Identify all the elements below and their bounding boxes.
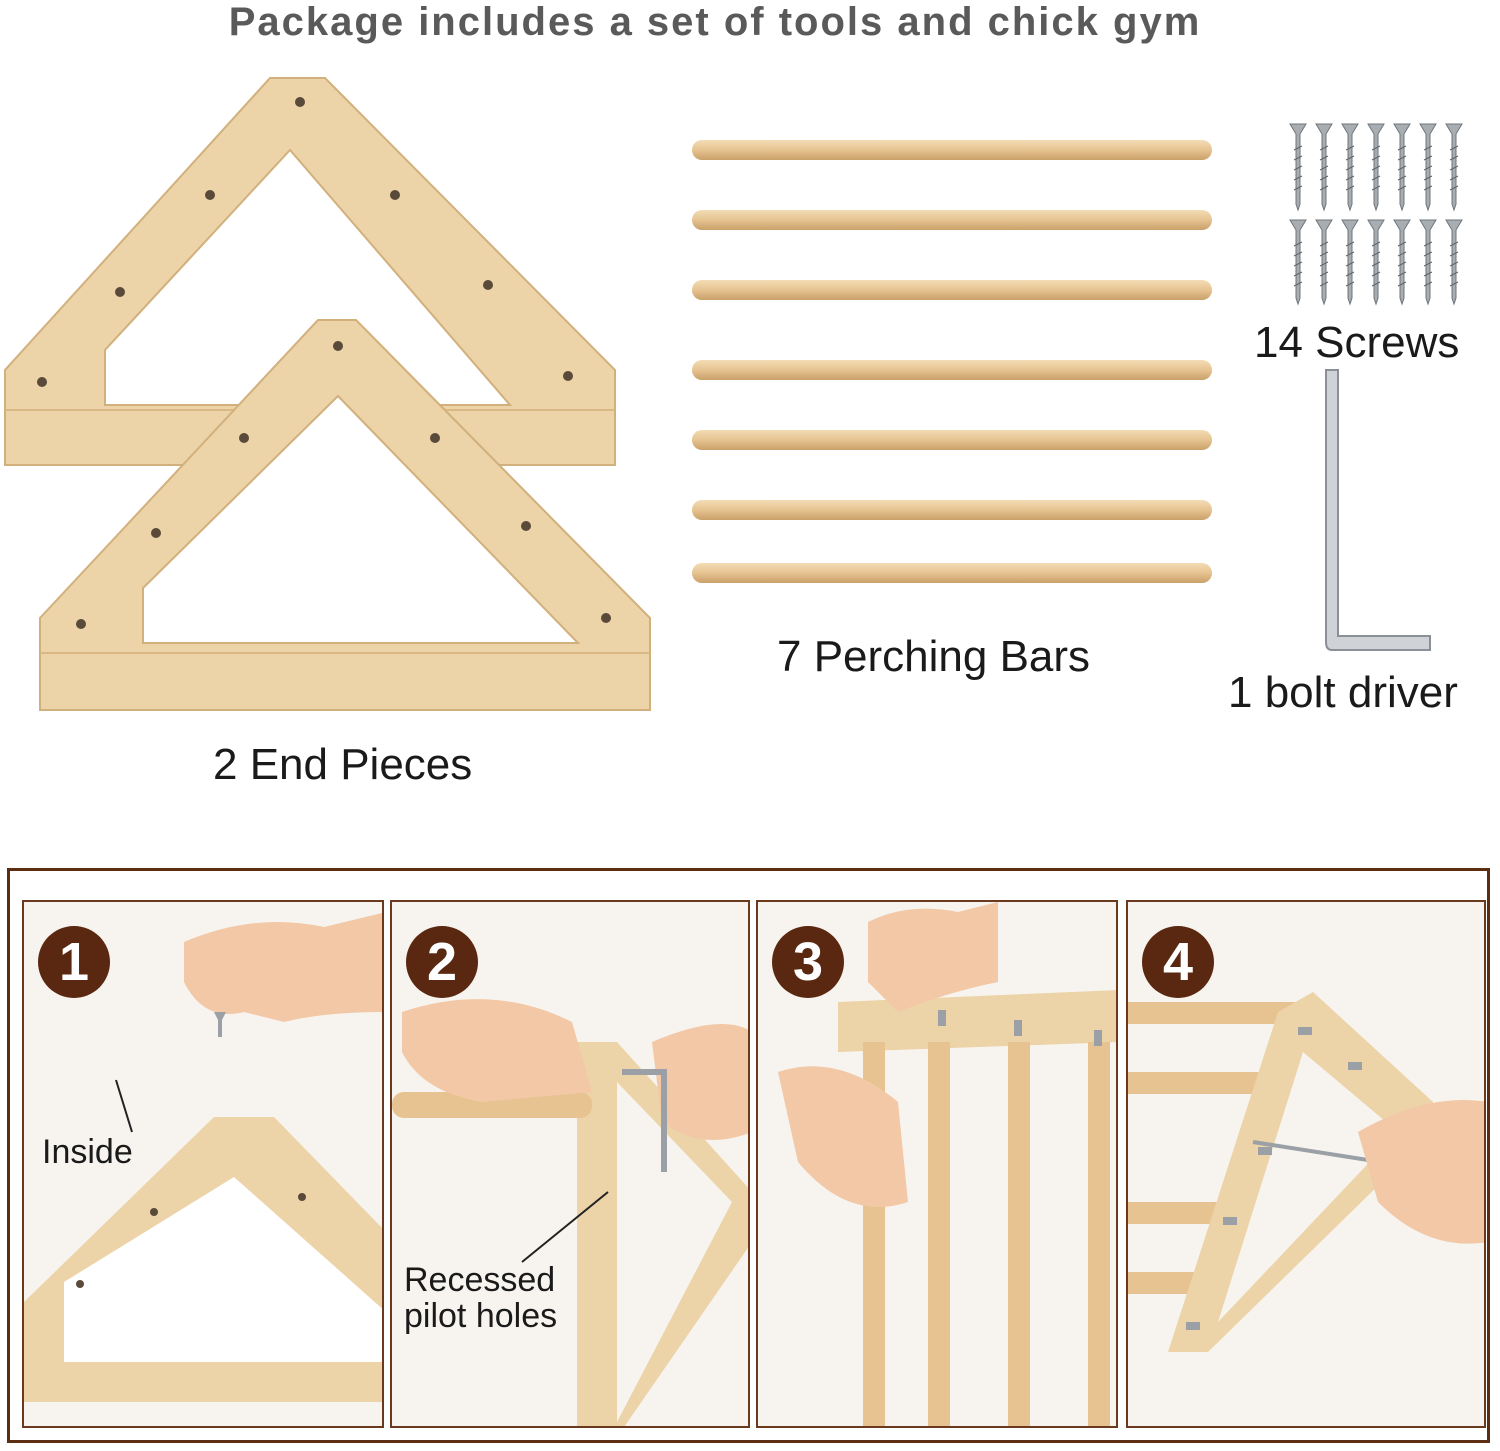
hex-key-icon — [1252, 1140, 1369, 1162]
end-piece-front — [39, 319, 651, 711]
bolt-driver-label: 1 bolt driver — [1228, 668, 1458, 717]
screw-icon — [1014, 1020, 1022, 1036]
screws — [1289, 123, 1463, 306]
screw-icon — [1445, 219, 1463, 306]
screw-icon — [1393, 219, 1411, 306]
perching-bar — [1128, 1072, 1278, 1094]
step-2-panel: 2 Recessed pilot holes — [390, 900, 750, 1428]
perching-bars-label: 7 Perching Bars — [777, 632, 1091, 681]
screw-icon — [938, 1010, 946, 1026]
hand-icon — [652, 1024, 748, 1140]
screw-icon — [1186, 1322, 1200, 1330]
screw-icon — [1367, 123, 1385, 212]
perching-bar — [692, 360, 1212, 380]
step-4-illustration — [1128, 992, 1484, 1352]
screw-icon — [1094, 1030, 1102, 1046]
step-1-illustration — [24, 912, 382, 1402]
recessed-pilot-holes-note-line2: pilot holes — [404, 1297, 558, 1335]
screw-icon — [1289, 123, 1307, 212]
step-2-illustration — [392, 999, 748, 1426]
screw-icon — [1341, 219, 1359, 306]
screw-icon — [1393, 123, 1411, 212]
perching-bar — [928, 1042, 950, 1426]
perching-bar — [1128, 1202, 1238, 1224]
perching-bar — [692, 500, 1212, 520]
hand-icon — [402, 999, 592, 1102]
screw-icon — [1289, 219, 1307, 306]
hex-key-icon — [1325, 369, 1431, 651]
step-4-panel: 4 — [1126, 900, 1486, 1428]
hex-key-icon — [622, 1069, 667, 1172]
step-1-badge: 1 — [38, 926, 110, 998]
recessed-pilot-holes-note-line1: Recessed — [404, 1261, 556, 1299]
perching-bar — [692, 430, 1212, 450]
screw-icon — [1419, 219, 1437, 306]
screw-icon — [1367, 219, 1385, 306]
screw-icon — [1298, 1027, 1312, 1035]
screws-label: 14 Screws — [1254, 318, 1460, 367]
screw-icon — [1315, 219, 1333, 306]
step-3-illustration — [778, 902, 1116, 1426]
perching-bars — [692, 140, 1212, 583]
inside-note: Inside — [42, 1133, 133, 1171]
screw-icon — [1445, 123, 1463, 212]
perching-bar — [692, 210, 1212, 230]
screw-icon — [1315, 123, 1333, 212]
hand-icon — [868, 902, 998, 1012]
step-3-panel: 3 — [756, 900, 1118, 1428]
screw-icon — [1348, 1062, 1362, 1070]
end-pieces-label: 2 End Pieces — [213, 740, 473, 789]
step-2-badge: 2 — [406, 926, 478, 998]
step-1-panel: 1 Inside — [22, 900, 384, 1428]
screw-icon — [1419, 123, 1437, 212]
assembly-steps-frame — [7, 868, 1490, 1443]
perching-bar — [1008, 1042, 1030, 1426]
hand-icon — [778, 1066, 908, 1207]
screw-icon — [1223, 1217, 1237, 1225]
hand-icon — [184, 912, 382, 1022]
perching-bar — [692, 280, 1212, 300]
end-piece-back — [4, 77, 616, 466]
perching-bar — [392, 1092, 592, 1118]
perching-bar — [692, 140, 1212, 160]
screw-icon — [214, 1012, 226, 1037]
page-title: Package includes a set of tools and chic… — [228, 0, 1202, 44]
step-3-badge: 3 — [772, 926, 844, 998]
screw-icon — [1341, 123, 1359, 212]
screw-icon — [1258, 1147, 1272, 1155]
step-4-badge: 4 — [1142, 926, 1214, 998]
perching-bar — [692, 563, 1212, 583]
perching-bar — [1128, 1002, 1308, 1024]
hand-icon — [1358, 1100, 1484, 1244]
perching-bar — [1088, 1042, 1110, 1426]
